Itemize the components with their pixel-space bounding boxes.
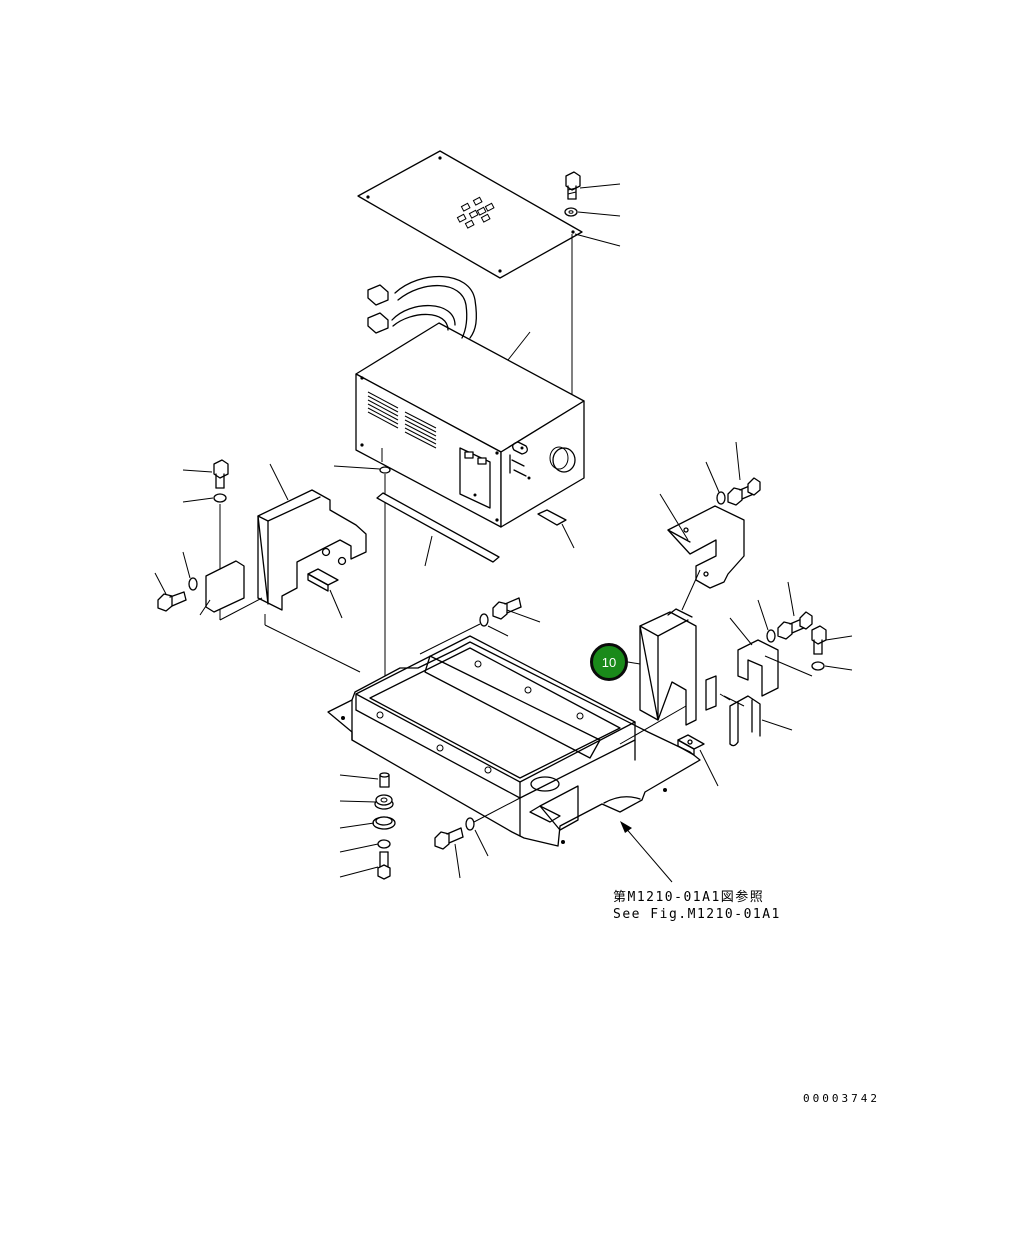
left-top-bolt — [213, 459, 229, 489]
right-mid-bolt — [777, 611, 813, 640]
reference-note-english: See Fig.M1210-01A1 — [613, 907, 781, 922]
drawing-number: 00003742 — [803, 1092, 880, 1105]
right-far-bolt — [811, 625, 827, 655]
right-cover-bracket — [639, 608, 697, 726]
reference-note-japanese: 第M1210-01A1図参照 — [613, 890, 765, 905]
top-washer — [564, 207, 578, 217]
base-tray — [327, 635, 701, 847]
part-callout-10[interactable]: 10 — [590, 643, 628, 681]
top-bolt — [565, 171, 581, 200]
left-mount-bracket — [205, 560, 245, 613]
part-callout-label: 10 — [601, 654, 617, 670]
wiring-harness — [367, 275, 477, 339]
right-upper-bolt — [727, 477, 761, 506]
bottom-bolt — [377, 851, 391, 880]
right-mount-bracket — [737, 639, 779, 697]
bottom-spacer — [379, 772, 390, 788]
right-upper-clip — [667, 505, 745, 589]
left-cover-bracket — [257, 489, 367, 611]
left-side-bolt — [157, 591, 187, 612]
small-bracket — [537, 509, 567, 526]
controller-box — [355, 322, 585, 528]
front-bolt — [434, 827, 464, 850]
tray-bolt — [492, 597, 522, 620]
support-bar — [376, 492, 500, 563]
bottom-nut — [374, 794, 394, 810]
u-bolt — [729, 695, 761, 747]
bottom-washer — [372, 816, 396, 830]
top-cover-plate — [357, 150, 583, 279]
